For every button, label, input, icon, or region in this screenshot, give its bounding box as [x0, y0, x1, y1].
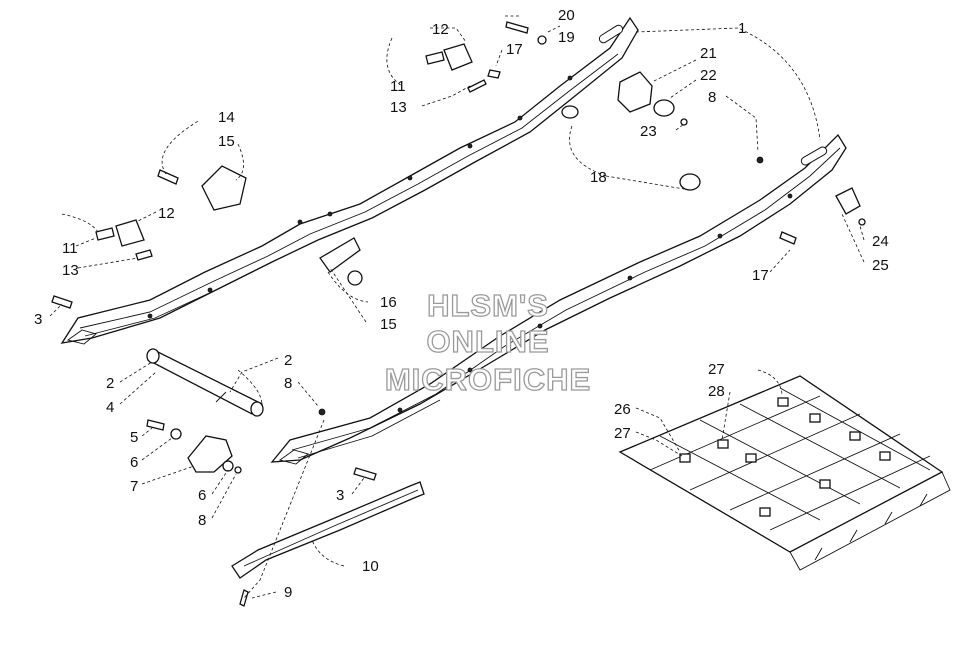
callout-16: 16 — [380, 294, 397, 311]
callout-5: 5 — [130, 429, 138, 446]
callout-7: 7 — [130, 478, 138, 495]
callout-6: 6 — [198, 487, 206, 504]
callout-18: 18 — [590, 169, 607, 186]
callout-11: 11 — [390, 78, 406, 95]
small-hardware — [51, 21, 866, 607]
callout-15: 15 — [380, 316, 397, 333]
callout-13: 13 — [62, 262, 79, 279]
right-slide-rail — [270, 133, 847, 465]
callout-17: 17 — [506, 41, 523, 58]
watermark-line-3: MICROFICHE — [385, 362, 591, 397]
callout-2: 2 — [284, 352, 292, 369]
callout-24: 24 — [872, 233, 889, 250]
watermark: HLSM'S ONLINE MICROFICHE — [384, 287, 591, 397]
callout-23: 23 — [640, 123, 657, 140]
track — [618, 375, 951, 571]
callout-26: 26 — [614, 401, 631, 418]
left-slide-rail — [60, 16, 639, 345]
callout-6: 6 — [130, 454, 138, 471]
callout-15: 15 — [218, 133, 235, 150]
callout-22: 22 — [700, 67, 717, 84]
callout-20: 20 — [558, 7, 575, 24]
callout-labels: 1 2 2 3 3 4 5 6 6 7 8 8 8 9 10 11 11 12 … — [34, 7, 889, 601]
callout-12: 12 — [432, 21, 449, 38]
callout-1: 1 — [738, 20, 746, 37]
callout-25: 25 — [872, 257, 889, 274]
callout-9: 9 — [284, 584, 292, 601]
callout-19: 19 — [558, 29, 575, 46]
callout-17: 17 — [752, 267, 769, 284]
callout-4: 4 — [106, 399, 114, 416]
cross-shaft — [146, 348, 264, 417]
leader-lines — [49, 15, 865, 599]
callout-8: 8 — [284, 375, 292, 392]
callout-3: 3 — [34, 311, 42, 328]
callout-3: 3 — [336, 487, 344, 504]
callout-13: 13 — [390, 99, 407, 116]
callout-12: 12 — [158, 205, 175, 222]
callout-8: 8 — [708, 89, 716, 106]
wear-strip — [231, 481, 425, 579]
callout-28: 28 — [708, 383, 725, 400]
callout-21: 21 — [700, 45, 717, 62]
watermark-line-1: HLSM'S — [427, 288, 549, 323]
callout-27: 27 — [708, 361, 725, 378]
callout-14: 14 — [218, 109, 235, 126]
callout-11: 11 — [62, 240, 78, 257]
watermark-line-2: ONLINE — [426, 324, 549, 359]
callout-10: 10 — [362, 558, 379, 575]
callout-27: 27 — [614, 425, 631, 442]
callout-8: 8 — [198, 512, 206, 529]
callout-2: 2 — [106, 375, 114, 392]
